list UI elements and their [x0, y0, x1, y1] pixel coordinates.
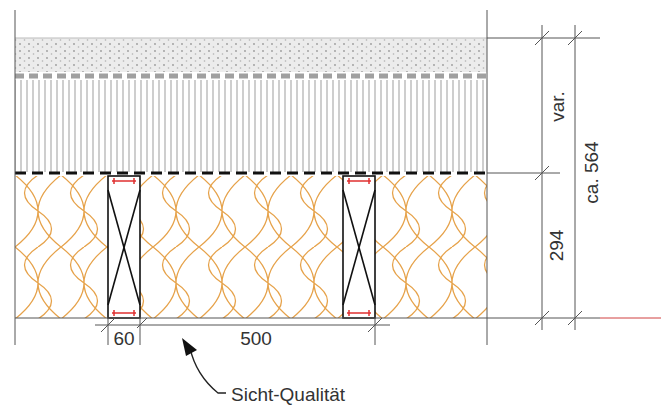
- dimension-text: 500: [238, 328, 274, 349]
- dimension-text: 294: [546, 227, 567, 263]
- dimension-text: 60: [111, 328, 136, 349]
- dimension-text: ca. 564: [580, 139, 601, 205]
- surface-quality-note: Sicht-Qualität: [229, 384, 347, 405]
- dimension-text: var.: [547, 89, 568, 124]
